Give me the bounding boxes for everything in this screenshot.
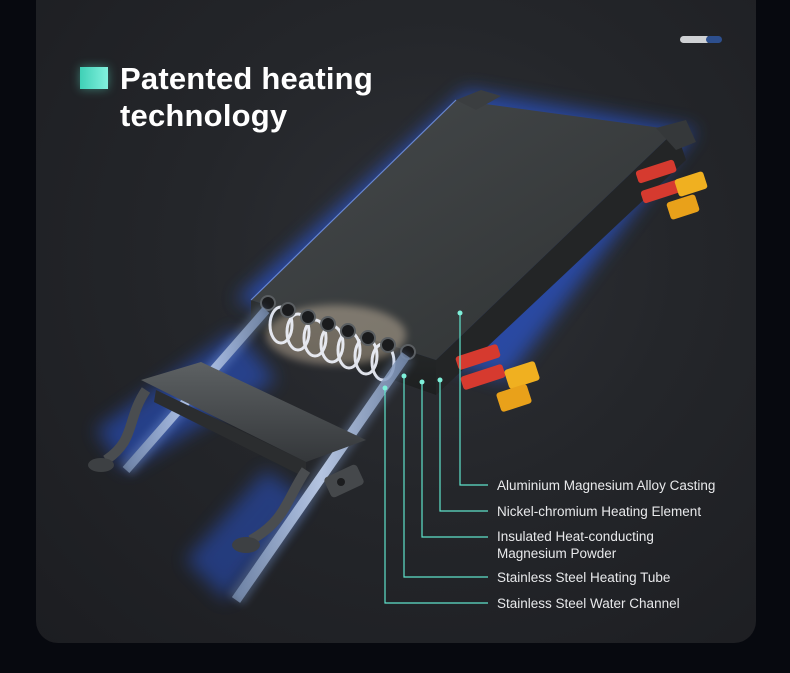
label-magnesium-powder: Insulated Heat-conducting Magnesium Powd… xyxy=(497,529,654,561)
accent-square-icon xyxy=(80,67,108,89)
slide-indicator-active[interactable] xyxy=(680,36,710,43)
leader-line-tube xyxy=(403,376,488,578)
water-channel-pipes xyxy=(119,304,414,606)
front-terminals xyxy=(455,344,540,412)
heater-illustration xyxy=(88,90,708,606)
slide-indicator-inactive[interactable] xyxy=(706,36,722,43)
leader-dot-tube xyxy=(401,373,407,379)
leader-line-channel xyxy=(384,388,488,604)
slide-indicator[interactable] xyxy=(680,36,726,43)
leader-line-element xyxy=(439,380,488,512)
heating-coils xyxy=(260,295,416,382)
page-title: Patented heating technology xyxy=(120,61,373,133)
rear-terminals xyxy=(635,159,708,220)
leader-lines xyxy=(384,313,488,604)
label-alloy-casting: Aluminium Magnesium Alloy Casting xyxy=(497,478,716,493)
leader-line-casting xyxy=(459,313,488,486)
label-water-channel: Stainless Steel Water Channel xyxy=(497,596,680,611)
label-heating-element: Nickel-chromium Heating Element xyxy=(497,504,702,519)
mounting-bracket xyxy=(88,362,366,553)
leader-dot-powder xyxy=(419,379,425,385)
leader-dot-channel xyxy=(382,385,388,391)
leader-line-powder xyxy=(421,382,488,538)
leader-dot-casting xyxy=(457,310,463,316)
leader-dot-element xyxy=(437,377,443,383)
product-card: Patented heating technology xyxy=(36,0,756,643)
leader-dots xyxy=(382,310,463,391)
label-heating-tube: Stainless Steel Heating Tube xyxy=(497,570,671,585)
